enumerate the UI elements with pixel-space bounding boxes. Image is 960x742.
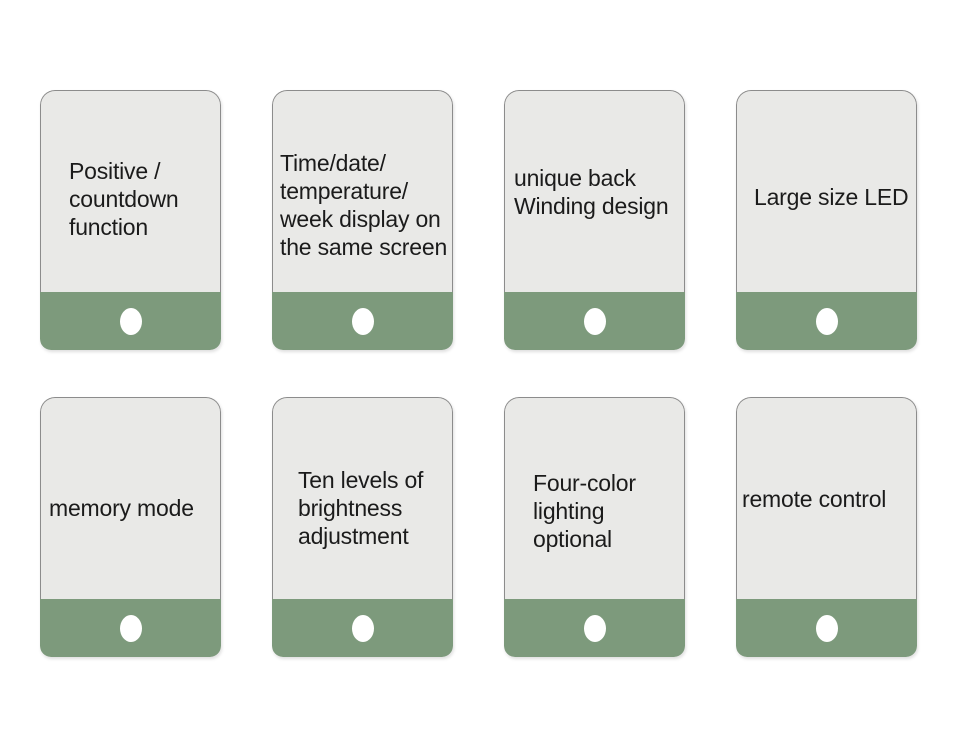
feature-card-large-led: Large size LED (736, 90, 917, 350)
feature-card-body: Time/date/ temperature/ week display on … (272, 90, 453, 292)
feature-card-label: unique back Winding design (514, 164, 669, 219)
feature-card-body: remote control (736, 397, 917, 599)
feature-card-body: Ten levels of brightness adjustment (272, 397, 453, 599)
feature-card-memory-mode: memory mode (40, 397, 221, 657)
feature-card-label: Time/date/ temperature/ week display on … (280, 149, 448, 260)
feature-card-body: unique back Winding design (504, 90, 685, 292)
home-button-dot-icon (351, 614, 374, 642)
feature-card-body: Positive / countdown function (40, 90, 221, 292)
feature-card-grid: Positive / countdown function Time/date/… (40, 90, 917, 657)
feature-card-footer (272, 292, 453, 350)
feature-card-brightness-levels: Ten levels of brightness adjustment (272, 397, 453, 657)
feature-card-label: Four-color lighting optional (533, 469, 636, 552)
home-button-dot-icon (119, 307, 142, 335)
feature-card-footer (504, 599, 685, 657)
feature-card-footer (504, 292, 685, 350)
home-button-dot-icon (351, 307, 374, 335)
feature-card-label: Ten levels of brightness adjustment (298, 466, 424, 549)
feature-card-label: Positive / countdown function (69, 157, 179, 240)
feature-card-positive-countdown: Positive / countdown function (40, 90, 221, 350)
feature-card-footer (40, 599, 221, 657)
home-button-dot-icon (815, 614, 838, 642)
feature-card-footer (272, 599, 453, 657)
feature-card-label: Large size LED (754, 183, 909, 210)
home-button-dot-icon (583, 307, 606, 335)
feature-card-back-winding: unique back Winding design (504, 90, 685, 350)
home-button-dot-icon (815, 307, 838, 335)
feature-card-footer (40, 292, 221, 350)
feature-card-body: Large size LED (736, 90, 917, 292)
home-button-dot-icon (583, 614, 606, 642)
feature-card-remote-control: remote control (736, 397, 917, 657)
feature-card-body: Four-color lighting optional (504, 397, 685, 599)
feature-card-footer (736, 599, 917, 657)
feature-card-time-date-display: Time/date/ temperature/ week display on … (272, 90, 453, 350)
feature-card-footer (736, 292, 917, 350)
home-button-dot-icon (119, 614, 142, 642)
feature-card-label: remote control (742, 485, 887, 512)
feature-card-label: memory mode (49, 494, 194, 521)
feature-card-four-color-lighting: Four-color lighting optional (504, 397, 685, 657)
feature-card-body: memory mode (40, 397, 221, 599)
